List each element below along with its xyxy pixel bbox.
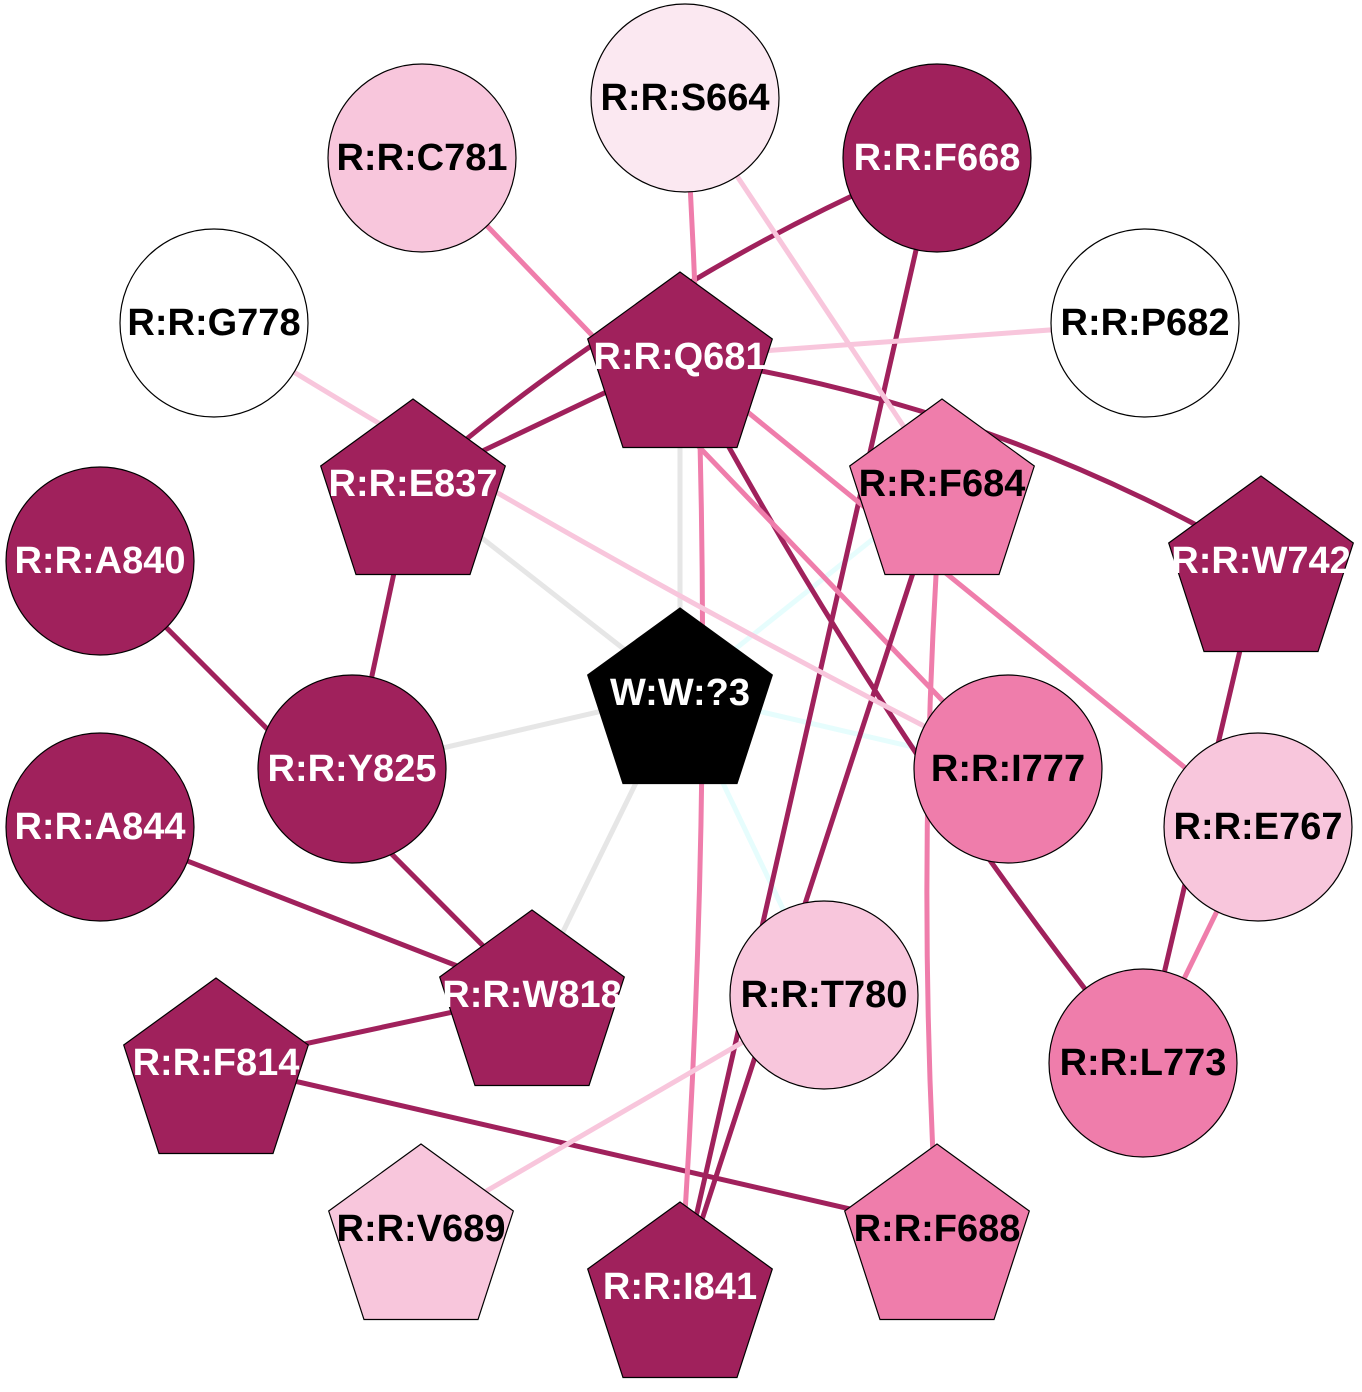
node-circle	[5, 466, 195, 656]
node-a844: R:R:A844	[5, 732, 195, 922]
edge-f684-i841	[677, 483, 945, 1288]
node-pentagon	[327, 1143, 515, 1321]
node-label: R:R:E767	[1174, 806, 1343, 848]
edge-f684-f688	[924, 483, 945, 1230]
node-pentagon	[1167, 475, 1355, 653]
node-circle	[842, 63, 1032, 253]
node-label: R:R:G778	[127, 302, 300, 344]
node-y825: R:R:Y825	[257, 674, 447, 864]
node-a840: R:R:A840	[5, 466, 195, 656]
node-circle	[327, 63, 517, 253]
node-label: R:R:L773	[1060, 1042, 1227, 1084]
node-circle	[1048, 968, 1238, 1158]
node-pentagon	[586, 1201, 774, 1379]
node-s664: R:R:S664	[590, 3, 780, 193]
edge-f668-i841	[677, 157, 940, 1288]
node-label: R:R:F684	[859, 463, 1026, 505]
node-pentagon	[848, 398, 1036, 576]
node-label: R:R:W818	[442, 974, 621, 1016]
node-t780: R:R:T780	[729, 900, 919, 1090]
edge-c781-i777	[420, 156, 1010, 771]
node-label: R:R:V689	[337, 1208, 506, 1250]
node-q681: R:R:Q681	[586, 271, 774, 449]
node-l773: R:R:L773	[1048, 968, 1238, 1158]
node-label: R:R:S664	[601, 77, 770, 119]
node-v689: R:R:V689	[327, 1143, 515, 1321]
node-i777: R:R:I777	[913, 674, 1103, 864]
node-circle	[590, 3, 780, 193]
node-label: R:R:F668	[854, 137, 1021, 179]
node-i841: R:R:I841	[586, 1201, 774, 1379]
node-f668: R:R:F668	[842, 63, 1032, 253]
node-f814: R:R:F814	[122, 977, 310, 1155]
node-circle	[913, 674, 1103, 864]
edge-g778-i777	[212, 320, 1010, 772]
node-circle	[257, 674, 447, 864]
node-label: R:R:I841	[603, 1266, 757, 1308]
node-f688: R:R:F688	[843, 1143, 1031, 1321]
node-circle	[729, 900, 919, 1090]
node-g778: R:R:G778	[119, 228, 309, 418]
node-label: R:R:A840	[14, 540, 185, 582]
edge-q681-e767	[678, 355, 1260, 829]
node-label: R:R:Q681	[593, 336, 766, 378]
edge-f814-f688	[215, 1060, 938, 1232]
node-label: R:R:I777	[931, 748, 1085, 790]
node-w818: R:R:W818	[438, 909, 626, 1087]
node-e837: R:R:E837	[319, 398, 507, 576]
node-label: R:R:T780	[741, 974, 908, 1016]
node-w742: R:R:W742	[1167, 475, 1355, 653]
node-label: R:R:C781	[336, 137, 507, 179]
node-pentagon	[843, 1143, 1031, 1321]
node-label: R:R:E837	[329, 463, 498, 505]
node-pentagon	[122, 977, 310, 1155]
node-circle	[5, 732, 195, 922]
node-pentagon	[586, 607, 774, 785]
node-label: W:W:?3	[610, 672, 750, 714]
node-e767: R:R:E767	[1163, 732, 1353, 922]
node-pentagon	[438, 909, 626, 1087]
edge-q681-l773	[677, 355, 1145, 1065]
node-label: R:R:Y825	[268, 748, 437, 790]
node-circle	[119, 228, 309, 418]
node-label: R:R:P682	[1061, 302, 1230, 344]
node-pentagon	[319, 398, 507, 576]
node-label: R:R:F814	[133, 1042, 300, 1084]
node-label: R:R:F688	[854, 1208, 1021, 1250]
node-f684: R:R:F684	[848, 398, 1036, 576]
node-pentagon	[586, 271, 774, 449]
node-circle	[1163, 732, 1353, 922]
node-label: R:R:A844	[14, 806, 185, 848]
node-label: R:R:W742	[1171, 540, 1350, 582]
node-c781: R:R:C781	[327, 63, 517, 253]
node-w3: W:W:?3	[586, 607, 774, 785]
node-circle	[1050, 228, 1240, 418]
node-p682: R:R:P682	[1050, 228, 1240, 418]
